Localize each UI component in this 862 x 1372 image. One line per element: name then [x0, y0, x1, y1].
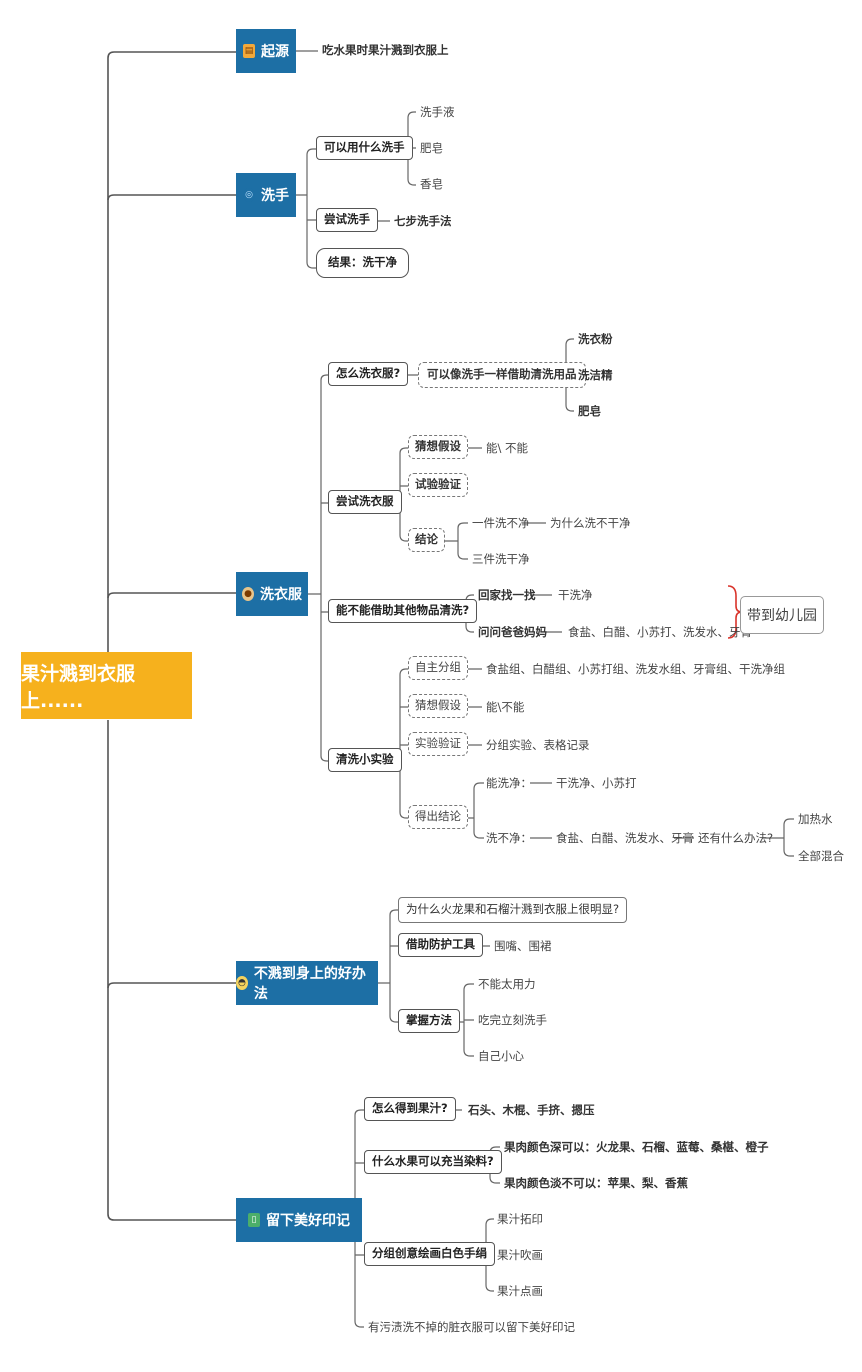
phone-icon: ▯: [248, 1213, 260, 1227]
borrow-item[interactable]: 洗衣粉: [578, 332, 613, 346]
branch-clothes-label: 洗衣服: [260, 587, 302, 603]
clothes-ask[interactable]: 问问爸爸妈妈: [478, 625, 547, 639]
branch-handwash[interactable]: ◎ 洗手: [236, 173, 296, 217]
clothes-borrow[interactable]: 可以像洗手一样借助清洗用品: [418, 362, 586, 388]
borrow-item[interactable]: 肥皂: [578, 404, 601, 418]
target-icon: ◎: [243, 188, 255, 202]
paint-item[interactable]: 果汁拓印: [497, 1212, 543, 1226]
handwash-try[interactable]: 尝试洗手: [316, 208, 378, 232]
prevent-method[interactable]: 掌握方法: [398, 1009, 460, 1033]
else-item[interactable]: 全部混合: [798, 849, 844, 863]
memory-which[interactable]: 什么水果可以充当染料?: [364, 1150, 502, 1174]
experiment-step-answer[interactable]: 分组实验、表格记录: [486, 738, 590, 752]
branch-memory-label: 留下美好印记: [266, 1213, 350, 1229]
experiment-step[interactable]: 得出结论: [408, 805, 468, 829]
badge-icon: ●: [242, 587, 254, 601]
experiment-step[interactable]: 实验验证: [408, 732, 468, 756]
result-cannot-answer[interactable]: 食盐、白醋、洗发水、牙膏: [556, 831, 694, 845]
handwash-item[interactable]: 洗手液: [420, 105, 455, 119]
method-item[interactable]: 吃完立刻洗手: [478, 1013, 547, 1027]
clothes-experiment[interactable]: 清洗小实验: [328, 748, 402, 772]
book-icon: ▤: [243, 44, 255, 58]
root-topic[interactable]: 果汁溅到衣服上......: [21, 652, 192, 719]
handwash-method[interactable]: 七步洗手法: [394, 214, 452, 228]
clothes-guess[interactable]: 猜想假设: [408, 435, 468, 459]
prevent-tools[interactable]: 借助防护工具: [398, 933, 483, 957]
clothes-home[interactable]: 回家找一找: [478, 588, 536, 602]
handwash-item[interactable]: 香皂: [420, 177, 443, 191]
memory-last[interactable]: 有污渍洗不掉的脏衣服可以留下美好印记: [368, 1320, 575, 1334]
clothes-verify[interactable]: 试验验证: [408, 473, 468, 497]
clothes-conclusion[interactable]: 结论: [408, 528, 445, 552]
branch-prevent[interactable]: ◓ 不溅到身上的好办法: [236, 961, 378, 1005]
branch-origin-label: 起源: [261, 44, 289, 60]
paint-item[interactable]: 果汁点画: [497, 1284, 543, 1298]
experiment-step[interactable]: 猜想假设: [408, 694, 468, 718]
clothes-guess-answer[interactable]: 能\ 不能: [486, 441, 529, 455]
branch-origin[interactable]: ▤ 起源: [236, 29, 296, 73]
memory-light[interactable]: 果肉颜色淡不可以：苹果、梨、香蕉: [504, 1176, 688, 1190]
experiment-step-answer[interactable]: 食盐组、白醋组、小苏打组、洗发水组、牙膏组、干洗净组: [486, 662, 785, 676]
else-item[interactable]: 加热水: [798, 812, 833, 826]
memory-get-answer[interactable]: 石头、木棍、手挤、摁压: [468, 1103, 595, 1117]
paint-item[interactable]: 果汁吹画: [497, 1248, 543, 1262]
clothes-try[interactable]: 尝试洗衣服: [328, 490, 402, 514]
origin-leaf[interactable]: 吃水果时果汁溅到衣服上: [322, 43, 449, 57]
conclusion-why[interactable]: 为什么洗不干净: [550, 516, 631, 530]
borrow-item[interactable]: 洗洁精: [578, 368, 613, 382]
conclusion-item[interactable]: 一件洗不净: [472, 516, 530, 530]
method-item[interactable]: 自己小心: [478, 1049, 524, 1063]
else-question[interactable]: 还有什么办法?: [698, 831, 774, 845]
clothes-ask-answer[interactable]: 食盐、白醋、小苏打、洗发水、牙膏: [568, 625, 752, 639]
branch-prevent-label: 不溅到身上的好办法: [253, 966, 366, 1002]
handwash-result[interactable]: 结果：洗干净: [316, 248, 409, 278]
kindergarten-box[interactable]: 带到幼儿园: [740, 596, 824, 634]
conclusion-item[interactable]: 三件洗干净: [472, 552, 530, 566]
result-can[interactable]: 能洗净：: [486, 776, 532, 790]
prevent-why[interactable]: 为什么火龙果和石榴汁溅到衣服上很明显?: [398, 897, 628, 923]
prevent-tools-answer[interactable]: 围嘴、围裙: [494, 939, 552, 953]
branch-memory[interactable]: ▯ 留下美好印记: [236, 1198, 362, 1242]
clothes-other[interactable]: 能不能借助其他物品清洗?: [328, 599, 478, 623]
method-item[interactable]: 不能太用力: [478, 977, 536, 991]
clothes-how[interactable]: 怎么洗衣服?: [328, 362, 409, 386]
result-can-answer[interactable]: 干洗净、小苏打: [556, 776, 637, 790]
memory-deep[interactable]: 果肉颜色深可以：火龙果、石榴、蓝莓、桑椹、橙子: [504, 1140, 769, 1154]
experiment-step-answer[interactable]: 能\不能: [486, 700, 525, 714]
branch-clothes[interactable]: ● 洗衣服: [236, 572, 308, 616]
smile-icon: ◓: [236, 976, 248, 990]
memory-paint[interactable]: 分组创意绘画白色手绢: [364, 1242, 495, 1266]
clothes-home-answer[interactable]: 干洗净: [558, 588, 593, 602]
result-cannot[interactable]: 洗不净：: [486, 831, 532, 845]
branch-handwash-label: 洗手: [261, 188, 289, 204]
experiment-step[interactable]: 自主分组: [408, 656, 468, 680]
memory-get[interactable]: 怎么得到果汁?: [364, 1097, 456, 1121]
handwash-item[interactable]: 肥皂: [420, 141, 443, 155]
handwash-question[interactable]: 可以用什么洗手: [316, 136, 413, 160]
